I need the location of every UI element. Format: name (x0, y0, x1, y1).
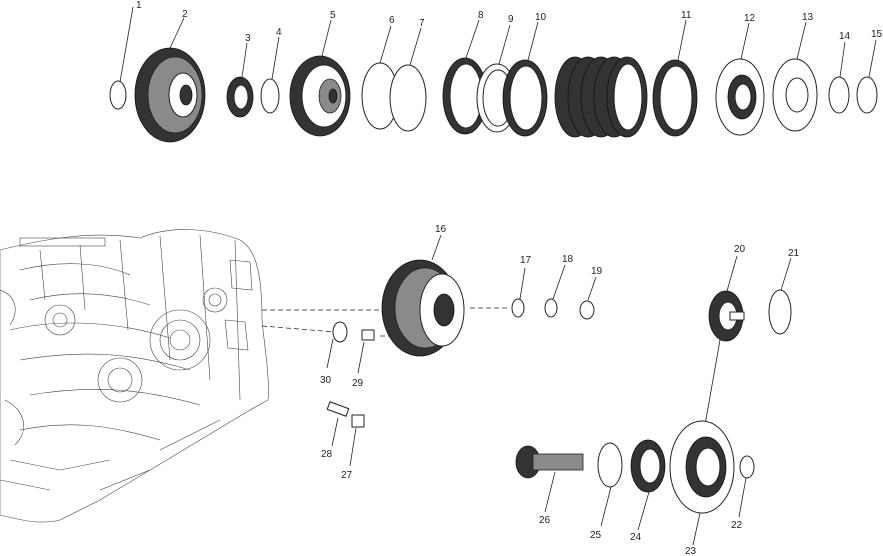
callout-29: 29 (352, 378, 364, 389)
part-14-ring (828, 41, 850, 114)
part-24-bearing (630, 439, 666, 531)
callout-10: 10 (535, 12, 547, 23)
callout-21: 21 (788, 248, 800, 259)
part-8-friction-plate (442, 19, 488, 135)
engine-housing-illustration (0, 229, 269, 523)
part-27-cap (349, 414, 365, 467)
callout-24: 24 (630, 532, 642, 543)
callout-18: 18 (562, 254, 574, 265)
callout-6: 6 (389, 15, 395, 26)
part-30-washer (326, 321, 348, 369)
callout-25: 25 (590, 530, 602, 541)
part-17-washer (511, 267, 526, 318)
callout-30: 30 (320, 375, 332, 386)
callout-9: 9 (508, 14, 514, 25)
part-26-shaft (515, 445, 584, 513)
part-21-snap-ring (768, 257, 792, 335)
part-15-ring (856, 39, 878, 114)
callout-28: 28 (321, 449, 333, 460)
part-1-snap-ring (109, 6, 134, 110)
callout-3: 3 (245, 33, 251, 44)
clutch-plate-pack (554, 56, 648, 138)
callout-16: 16 (435, 224, 447, 235)
callout-17: 17 (520, 255, 532, 266)
callout-19: 19 (591, 266, 603, 277)
part-11-friction-plate (652, 19, 698, 137)
part-22-seal (738, 455, 755, 518)
callout-1: 1 (136, 0, 142, 11)
part-16-gear-drum (381, 234, 465, 357)
callout-15: 15 (871, 29, 883, 40)
assembly-guide-lines (261, 307, 721, 426)
part-23-bearing-housing (669, 420, 735, 546)
part-7-seal-ring (389, 27, 427, 132)
callout-13: 13 (802, 12, 814, 23)
callout-27: 27 (341, 470, 353, 481)
callout-12: 12 (744, 13, 756, 24)
part-19-nut (579, 276, 597, 320)
part-10-friction-plate (502, 21, 548, 137)
part-18-spacer (544, 264, 566, 318)
callout-20: 20 (734, 244, 746, 255)
callout-11: 11 (681, 10, 692, 21)
part-2-clutch-drum (134, 17, 206, 143)
part-20-bearing-hub (708, 255, 745, 342)
callout-26: 26 (539, 515, 551, 526)
part-13-splined-washer (772, 21, 818, 132)
part-3-bearing (226, 42, 254, 118)
part-12-pressure-plate (715, 22, 765, 136)
callout-4: 4 (276, 27, 282, 38)
part-29-bushing (357, 329, 375, 374)
part-25-snap-ring (597, 442, 623, 527)
callout-23: 23 (685, 546, 697, 556)
callout-22: 22 (731, 520, 743, 531)
callout-2: 2 (182, 9, 188, 20)
part-5-clutch-hub (289, 19, 351, 137)
part-4-retaining-ring (260, 36, 280, 114)
part-28-screw (326, 401, 350, 447)
callout-8: 8 (478, 10, 484, 21)
callout-labels: 1 2 3 4 5 6 7 8 9 10 11 12 13 14 15 16 1… (136, 0, 883, 556)
callout-5: 5 (330, 10, 336, 21)
callout-7: 7 (419, 18, 425, 29)
callout-14: 14 (839, 31, 851, 42)
